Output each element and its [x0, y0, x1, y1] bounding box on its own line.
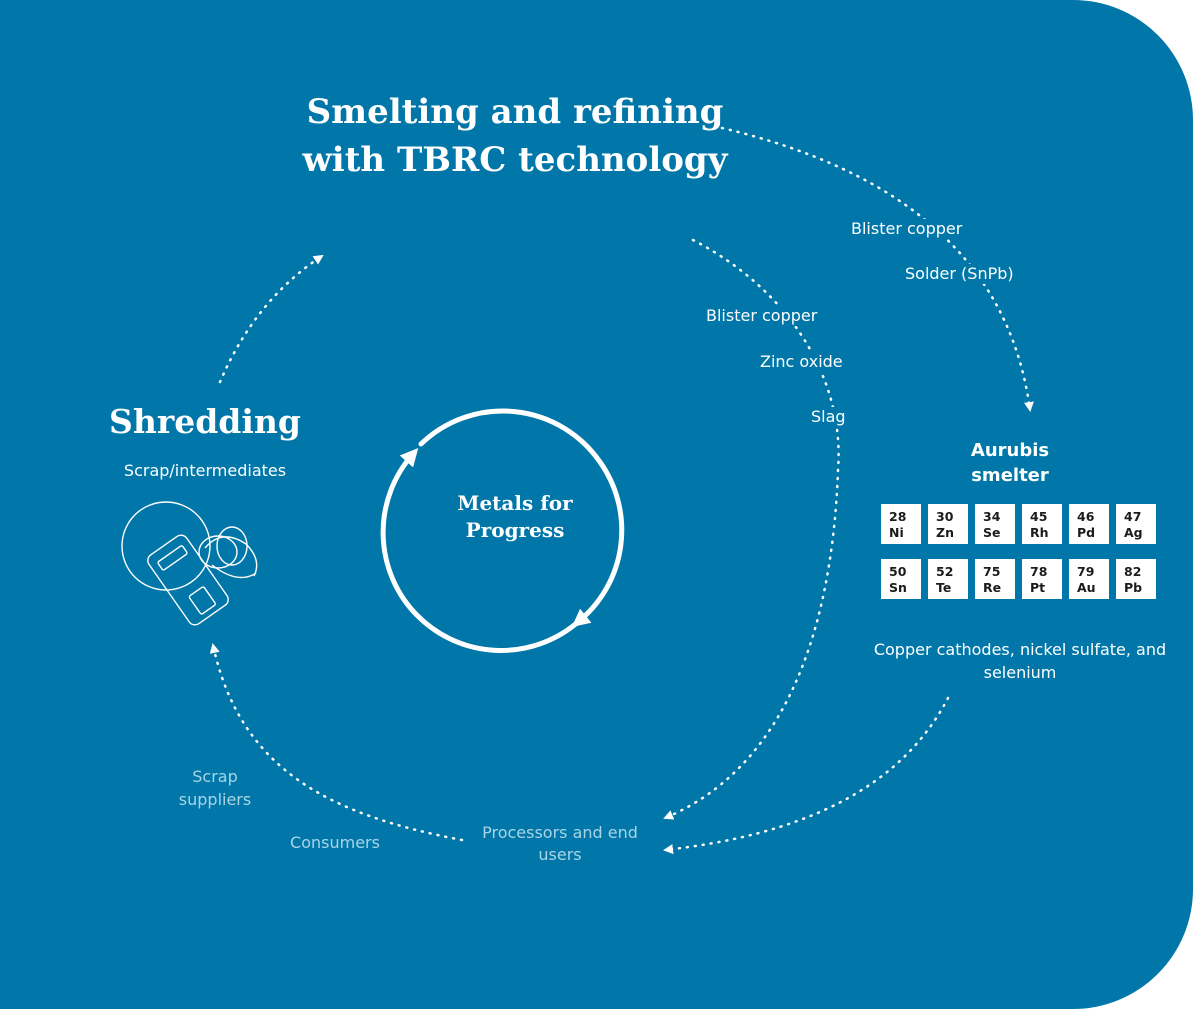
element-symbol: Sn	[889, 580, 907, 595]
recycle-cycle-icon	[380, 408, 625, 653]
flow-label-blister-copper-smelter: Blister copper	[848, 219, 966, 239]
element-number: 75	[983, 564, 1001, 579]
element-number: 28	[889, 509, 907, 524]
element-symbol: Pd	[1077, 525, 1096, 540]
flow-smelting-to-smelter	[720, 126, 1034, 412]
element-symbol: Zn	[936, 525, 954, 540]
stage-smelting-refining: Smelting and refining with TBRC technolo…	[302, 92, 728, 180]
element-number: 30	[936, 509, 954, 524]
element-number: 50	[889, 564, 907, 579]
element-symbol: Pb	[1124, 580, 1143, 595]
element-symbol: Re	[983, 580, 1002, 595]
element-symbol: Ni	[889, 525, 904, 540]
stage-shredding-title: Shredding	[109, 402, 301, 441]
element-number: 78	[1030, 564, 1048, 579]
consumers: Consumers	[290, 833, 380, 852]
element-symbol: Te	[936, 580, 952, 595]
stage-shredding-subtitle: Scrap/intermediates	[123, 461, 287, 480]
flow-label-blister-copper-processors: Blister copper	[703, 306, 821, 326]
element-number: 45	[1030, 509, 1048, 524]
flow-smelting-to-processors	[663, 238, 840, 820]
processors-end-users: Processors and end users	[482, 823, 638, 864]
flow-shredding-to-smelting	[218, 254, 324, 384]
element-number: 79	[1077, 564, 1095, 579]
scrap-suppliers: Scrap suppliers	[178, 767, 252, 809]
element-symbol: Au	[1077, 580, 1096, 595]
electronic-scrap-icon	[121, 501, 258, 626]
element-number: 34	[983, 509, 1001, 524]
flow-label-zinc-oxide: Zinc oxide	[757, 352, 846, 372]
flow-label-slag: Slag	[808, 407, 849, 427]
element-number: 46	[1077, 509, 1095, 524]
element-symbol: Ag	[1124, 525, 1143, 540]
element-symbol: Pt	[1030, 580, 1046, 595]
element-symbol: Rh	[1030, 525, 1049, 540]
element-number: 52	[936, 564, 954, 579]
element-symbol: Se	[983, 525, 1001, 540]
flow-processors-to-shredding	[209, 643, 464, 842]
flow-smelter-to-processors	[663, 696, 950, 855]
flow-label-solder: Solder (SnPb)	[902, 264, 1017, 284]
center-label: Metals for Progress	[457, 491, 573, 542]
smelter-title: Aurubis smelter	[970, 440, 1050, 486]
smelter-products: Copper cathodes, nickel sulfate, and sel…	[873, 640, 1167, 682]
element-number: 47	[1124, 509, 1142, 524]
element-number: 82	[1124, 564, 1142, 579]
